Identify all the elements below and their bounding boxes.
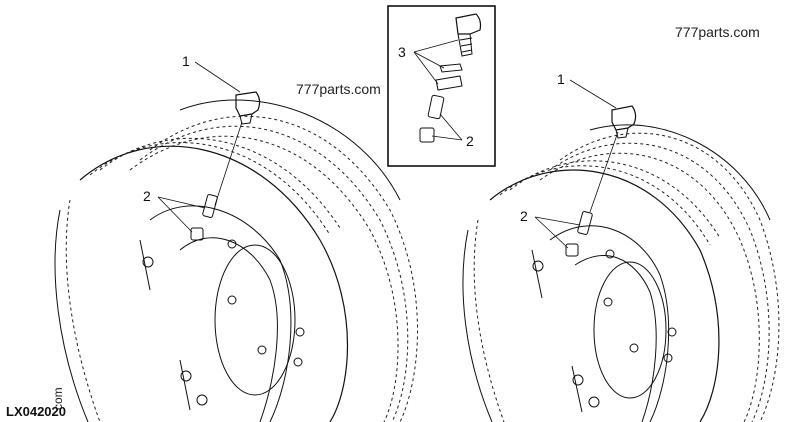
detail-box: 3 2 (387, 5, 496, 167)
right-valve-stem-icon (565, 211, 593, 257)
watermark-vertical: com (51, 387, 65, 410)
left-valve-cap-icon (235, 91, 261, 125)
detail-parts-callout: 3 (398, 44, 406, 60)
left-wheel-assembly: 1 2 (54, 53, 418, 422)
detail-valve-stem-icon (419, 94, 445, 143)
right-valve-cap-icon (611, 105, 637, 139)
detail-washer-icon (435, 63, 463, 91)
right-cap-callout: 1 (557, 71, 565, 87)
detail-valve-callout: 2 (466, 133, 474, 149)
left-cap-callout: 1 (182, 53, 190, 69)
watermark-center: 777parts.com (296, 81, 381, 97)
left-rim-icon (139, 205, 305, 422)
right-rim-icon (531, 225, 677, 422)
right-tire-icon (462, 124, 780, 422)
left-valve-stem-icon (190, 194, 218, 241)
left-valve-callout: 2 (143, 188, 151, 204)
watermark-top-right: 777parts.com (675, 24, 760, 40)
right-wheel-assembly: 1 2 (462, 71, 780, 422)
left-tire-icon (54, 99, 418, 422)
detail-valve-cap-icon (455, 13, 482, 57)
right-valve-callout: 2 (520, 208, 528, 224)
figure-code: LX042020 (6, 404, 66, 419)
